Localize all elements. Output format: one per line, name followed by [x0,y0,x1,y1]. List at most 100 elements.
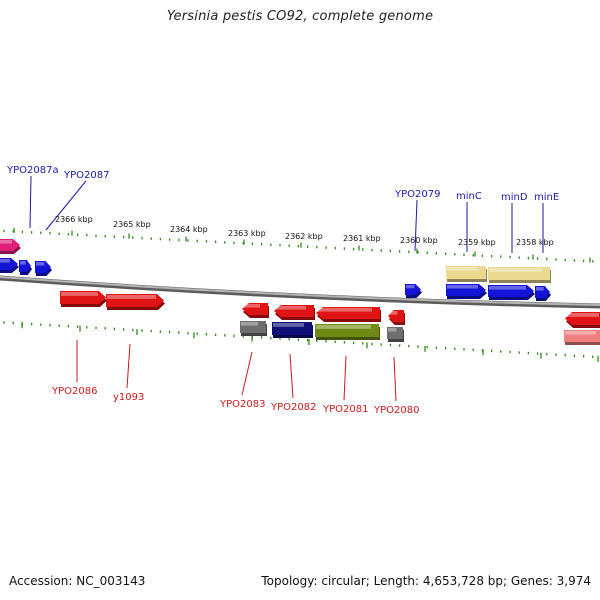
feature-body [315,324,379,337]
feature-gloss [447,285,478,289]
feature-gloss [389,311,398,315]
feature-gloss [0,259,10,263]
feature-gloss [275,306,306,310]
feature-ypo2080 [388,310,405,325]
leader-line [29,175,32,229]
feature-body [242,303,268,315]
leader-line [414,199,418,252]
ruler-labels: 2366 kbp 2365 kbp 2364 kbp 2363 kbp 2362 kbp… [55,215,554,247]
feature-gloss [0,240,12,244]
gene-label-forward: minE [534,192,559,203]
feature-body [106,294,164,307]
feature-khaki-1 [446,266,487,282]
feature-mind [488,285,535,300]
feature-gloss [388,328,397,332]
feature-pink-left [0,239,21,254]
feature-body [446,284,486,296]
feature-minc [446,284,487,299]
feature-body [316,307,380,319]
feature-gloss [316,325,371,329]
genome-summary: Topology: circular; Length: 4,653,728 bp… [261,574,591,588]
accession-label: Accession: NC_003143 [9,574,146,588]
feature-gloss [243,304,260,308]
feature-blue-1 [0,258,19,273]
feature-body [564,330,600,342]
feature-body [240,321,266,333]
feature-gloss [536,287,544,291]
ruler-label: 2364 kbp [170,225,208,234]
feature-gray-2 [387,327,404,342]
feature-navy [272,322,313,338]
feature-gloss [273,323,304,327]
genome-backbone [0,275,600,309]
feature-gloss [566,313,599,317]
feature-gloss [61,292,98,296]
ruler-label: 2361 kbp [343,234,381,243]
feature-gloss [20,261,26,265]
feature-gloss [489,268,542,272]
gene-label-reverse: YPO2083 [219,399,265,410]
feature-ypo2079 [405,284,422,298]
feature-gloss [447,267,478,271]
feature-body [565,312,600,325]
feature-gloss [406,285,415,289]
feature-body [388,310,404,322]
feature-body [19,260,31,272]
feature-ypo2082 [274,305,315,320]
ruler-label: 2362 kbp [285,232,323,241]
feature-mine [535,286,551,301]
feature-body [387,327,403,339]
gene-label-forward: YPO2079 [394,189,440,200]
backbone-highlight [0,276,600,306]
leader-line [343,355,347,401]
feature-gloss [489,286,526,290]
gene-label-reverse: YPO2081 [322,404,368,415]
label-leader-lines [29,175,544,402]
feature-blue-3 [35,261,52,276]
ruler-label: 2358 kbp [516,238,554,247]
ruler-label: 2363 kbp [228,229,266,238]
ruler-label: 2366 kbp [55,215,93,224]
feature-gloss [241,322,258,326]
feature-body [272,322,312,335]
feature-ypo2081 [316,307,381,322]
feature-body [60,291,106,304]
feature-gloss [565,331,596,335]
ruler-ticks [3,227,599,362]
feature-gloss [107,295,156,299]
gene-label-forward: minC [456,191,482,202]
feature-ypo2083 [242,303,269,318]
feature-gloss [36,262,45,266]
feature-khaki-2 [488,267,551,283]
feature-blue-2 [19,260,32,275]
ruler-label: 2360 kbp [400,236,438,245]
feature-body [488,267,550,280]
leader-line [45,180,87,231]
gene-label-forward: YPO2087a [6,165,59,176]
feature-body [405,284,421,295]
gene-label-reverse: y1093 [113,392,144,403]
feature-red-right [565,312,600,328]
leader-line [126,343,131,389]
genome-title: Yersinia pestis CO92, complete genome [166,9,434,24]
feature-gloss [317,308,372,312]
feature-body [35,261,51,273]
leader-line [289,353,294,399]
leader-line [393,356,397,402]
gene-label-reverse: YPO2080 [373,405,419,416]
feature-gray-1 [240,321,267,336]
feature-body [535,286,550,298]
gene-features [0,239,600,345]
feature-ypo2086 [60,291,107,307]
leader-line [241,351,253,396]
gene-label-reverse: YPO2086 [51,386,97,397]
feature-olive [315,324,380,340]
feature-body [446,266,486,279]
gene-label-forward: minD [501,192,528,203]
ruler-label: 2365 kbp [113,220,151,229]
gene-label-reverse: YPO2082 [270,402,316,413]
feature-body [0,239,20,251]
feature-salmon-right [564,330,600,345]
